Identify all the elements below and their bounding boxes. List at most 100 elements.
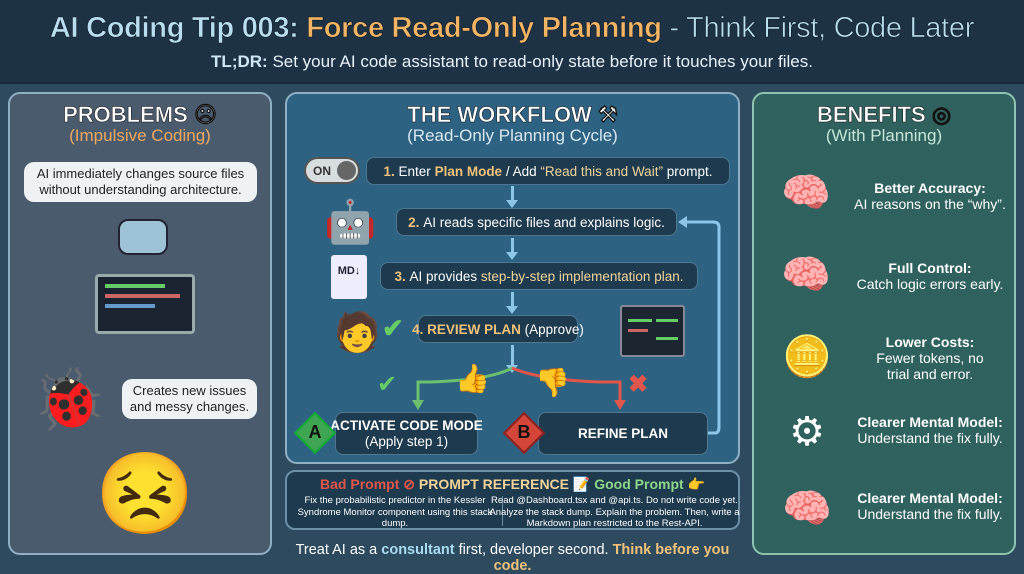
problems-subtitle: (Impulsive Coding) (69, 126, 211, 145)
text: Treat AI as a (295, 542, 378, 558)
text: Fewer tokens, no trial and error. (876, 350, 984, 382)
text: Full Control: (888, 260, 972, 276)
prompt-reference-box: Bad Prompt ⊘ PROMPT REFERENCE 📝 Good Pro… (285, 470, 740, 530)
page-title: AI Coding Tip 003: Force Read-Only Plann… (0, 12, 1024, 45)
speech-bubble: AI immediately changes source files with… (24, 162, 257, 202)
text: AI reasons on the “why”. (854, 196, 1006, 212)
robot-reading-icon: 🤖 (324, 198, 377, 245)
title-highlight: Force Read-Only Planning (306, 12, 662, 45)
text: Lower Costs: (885, 334, 975, 350)
option-b-letter: B (517, 422, 531, 442)
benefit-item: Full Control:Catch logic errors early. (846, 260, 1014, 292)
branch-arrows (412, 366, 626, 410)
benefit-item: Better Accuracy:AI reasons on the “why”. (846, 180, 1014, 212)
brain-shield-icon: 🧠 (781, 252, 831, 297)
speech-bubble-2: Creates new issues and messy changes. (122, 379, 257, 419)
arrow-down (506, 186, 518, 208)
refine-loop-arrow (678, 216, 721, 435)
text: PROBLEMS (63, 102, 188, 128)
text: THE WORKFLOW (407, 102, 592, 128)
footer-tagline: Treat AI as a consultant first, develope… (285, 542, 740, 574)
text: Clearer Mental Model: (857, 490, 1003, 506)
text: 1. (383, 163, 395, 179)
text: Better Accuracy: (874, 180, 986, 196)
text: AI reads specific files and explains log… (423, 214, 665, 230)
prohibited-icon: ⊘ (403, 476, 415, 492)
head-gear-icon: ⚙ (789, 409, 825, 454)
text: MD↓ (337, 265, 361, 277)
text: ACTIVATE CODE MODE (330, 417, 483, 433)
text: 4. (412, 321, 424, 337)
text: REFINE PLAN (577, 426, 668, 441)
text: (Apply step 1) (364, 433, 449, 449)
activate-code-mode-button[interactable]: ACTIVATE CODE MODE(Apply step 1) (330, 412, 483, 455)
memo-icon: 📝 (572, 476, 591, 492)
checkmark-icon: ✔ (382, 313, 404, 343)
title-prefix: AI Coding Tip 003: (49, 12, 300, 45)
tldr-label: TL;DR: (211, 52, 268, 71)
text: 2. (408, 214, 420, 230)
benefits-subtitle: (With Planning) (825, 126, 943, 145)
bad-prompt-label: Bad Prompt (320, 476, 400, 492)
text: prompt. (666, 163, 713, 179)
text: Clearer Mental Model: (857, 414, 1003, 430)
bad-prompt-text: Fix the probabilistic predictor in the K… (297, 495, 493, 529)
plan-mode-toggle[interactable]: ON (304, 157, 360, 184)
bug-icon: 🐞 (31, 365, 107, 433)
arrow-down (506, 238, 518, 260)
pointing-hand-icon: 👉 (687, 476, 705, 492)
text: REVIEW PLAN (427, 321, 521, 337)
chaotic-robot-illustration (80, 219, 210, 339)
plan-screen-icon (620, 305, 685, 357)
text: Enter (398, 163, 431, 179)
arrow-down (506, 292, 518, 314)
thumbs-up-icon: 👍 (455, 363, 490, 394)
header (0, 0, 1024, 84)
text: “Read this and Wait” (540, 163, 663, 179)
toggle-label: ON (313, 164, 331, 178)
text: Understand the fix fully. (857, 506, 1003, 522)
title-suffix: - Think First, Code Later (669, 12, 975, 45)
step-2: 2. AI reads specific files and explains … (396, 208, 677, 236)
toggle-knob (337, 161, 356, 180)
reviewer-person-icon: 🧑 (333, 311, 382, 354)
problems-title: PROBLEMS ☹ (10, 102, 270, 128)
text: step-by-step implementation plan. (480, 268, 684, 284)
benefits-title: BENEFITS ◎ (754, 102, 1014, 128)
benefit-item: Clearer Mental Model:Understand the fix … (846, 414, 1014, 446)
text: / Add (505, 163, 537, 179)
benefits-panel: BENEFITS ◎ (With Planning) 🧠 Better Accu… (752, 92, 1016, 555)
target-icon: ◎ (931, 102, 952, 128)
text: Plan Mode (434, 163, 503, 179)
workflow-subtitle: (Read-Only Planning Cycle) (407, 126, 618, 145)
text: AI provides (409, 268, 478, 284)
refine-plan-button[interactable]: REFINE PLAN (538, 412, 708, 455)
text: Understand the fix fully. (857, 430, 1003, 446)
text: first, developer second. (458, 542, 609, 558)
step-3: 3. AI provides step-by-step implementati… (380, 262, 698, 290)
checkmark-icon: ✔ (377, 371, 398, 398)
markdown-file-icon: MD↓ (331, 255, 367, 299)
option-a-letter: A (308, 422, 322, 442)
benefit-item: Lower Costs:Fewer tokens, no trial and e… (846, 334, 1014, 382)
brain-circuit-icon: 🧠 (782, 487, 832, 531)
tldr-text: Set your AI code assistant to read-only … (272, 52, 813, 71)
text: BENEFITS (816, 102, 926, 128)
text: Catch logic errors early. (856, 276, 1004, 292)
prompt-reference-title: PROMPT REFERENCE (418, 476, 569, 492)
good-prompt-text: Read @Dashboard.tsx and @api.ts. Do not … (489, 495, 740, 529)
tldr: TL;DR: Set your AI code assistant to rea… (0, 52, 1024, 72)
text: 3. (394, 268, 406, 284)
workflow-title: THE WORKFLOW ⚒ (285, 102, 740, 128)
tools-icon: ⚒ (597, 102, 618, 128)
step-4: 4. REVIEW PLAN (Approve) (412, 315, 584, 343)
text: (Approve) (524, 321, 584, 337)
text: consultant (381, 542, 455, 558)
thumbs-down-icon: 👎 (535, 367, 570, 398)
stressed-person-icon: 😣 (95, 449, 195, 538)
cross-icon: ✖ (628, 371, 649, 398)
coins-icon: 🪙 (782, 335, 832, 379)
good-prompt-label: Good Prompt (594, 476, 684, 492)
brain-magnifier-icon: 🧠 (781, 170, 831, 215)
benefit-item: Clearer Mental Model:Understand the fix … (846, 490, 1014, 522)
